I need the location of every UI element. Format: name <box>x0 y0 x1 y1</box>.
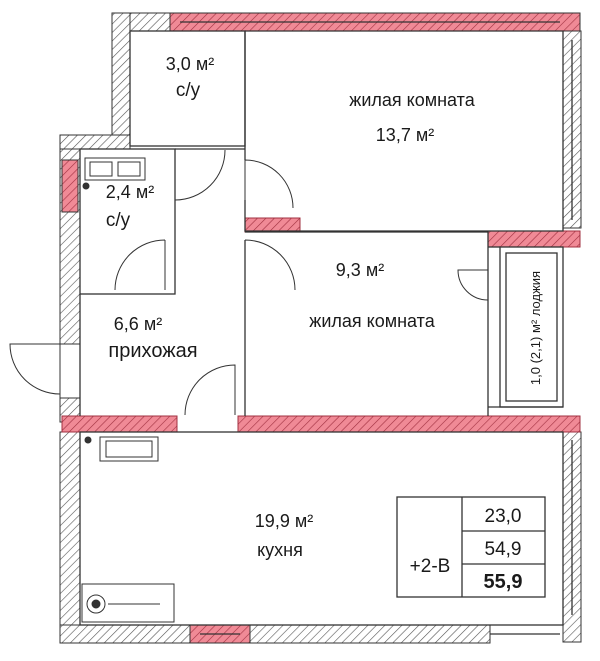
bath2-name: с/у <box>106 210 131 231</box>
bath1-name: с/у <box>176 80 201 101</box>
kitchen-area: 19,9 м² <box>255 511 313 531</box>
area-summary-table <box>396 496 546 598</box>
bath2-area: 2,4 м² <box>106 182 154 202</box>
kitchen-name: кухня <box>257 540 303 560</box>
total-with-loggia-value: 55,9 <box>484 571 523 593</box>
hall-name: прихожая <box>108 340 197 362</box>
interior-walls <box>79 21 573 635</box>
loggia-label: 1,0 (2,1) м² лоджия <box>528 271 543 385</box>
fixtures <box>81 157 175 623</box>
living1-name: жилая комната <box>349 90 475 110</box>
hall-area: 6,6 м² <box>114 314 162 334</box>
exterior-walls <box>59 12 582 644</box>
living2-area: 9,3 м² <box>336 260 384 280</box>
bath2-sink <box>84 157 146 181</box>
living-area-value: 23,0 <box>485 506 522 527</box>
living2-name: жилая комната <box>309 311 435 331</box>
kitchen-counter <box>81 583 175 623</box>
doors <box>9 149 489 416</box>
bath1-area: 3,0 м² <box>166 54 214 74</box>
apartment-code: +2-В <box>410 556 451 577</box>
living1-area: 13,7 м² <box>376 125 434 145</box>
total-area-value: 54,9 <box>485 539 522 560</box>
kitchen-sink <box>99 436 159 462</box>
